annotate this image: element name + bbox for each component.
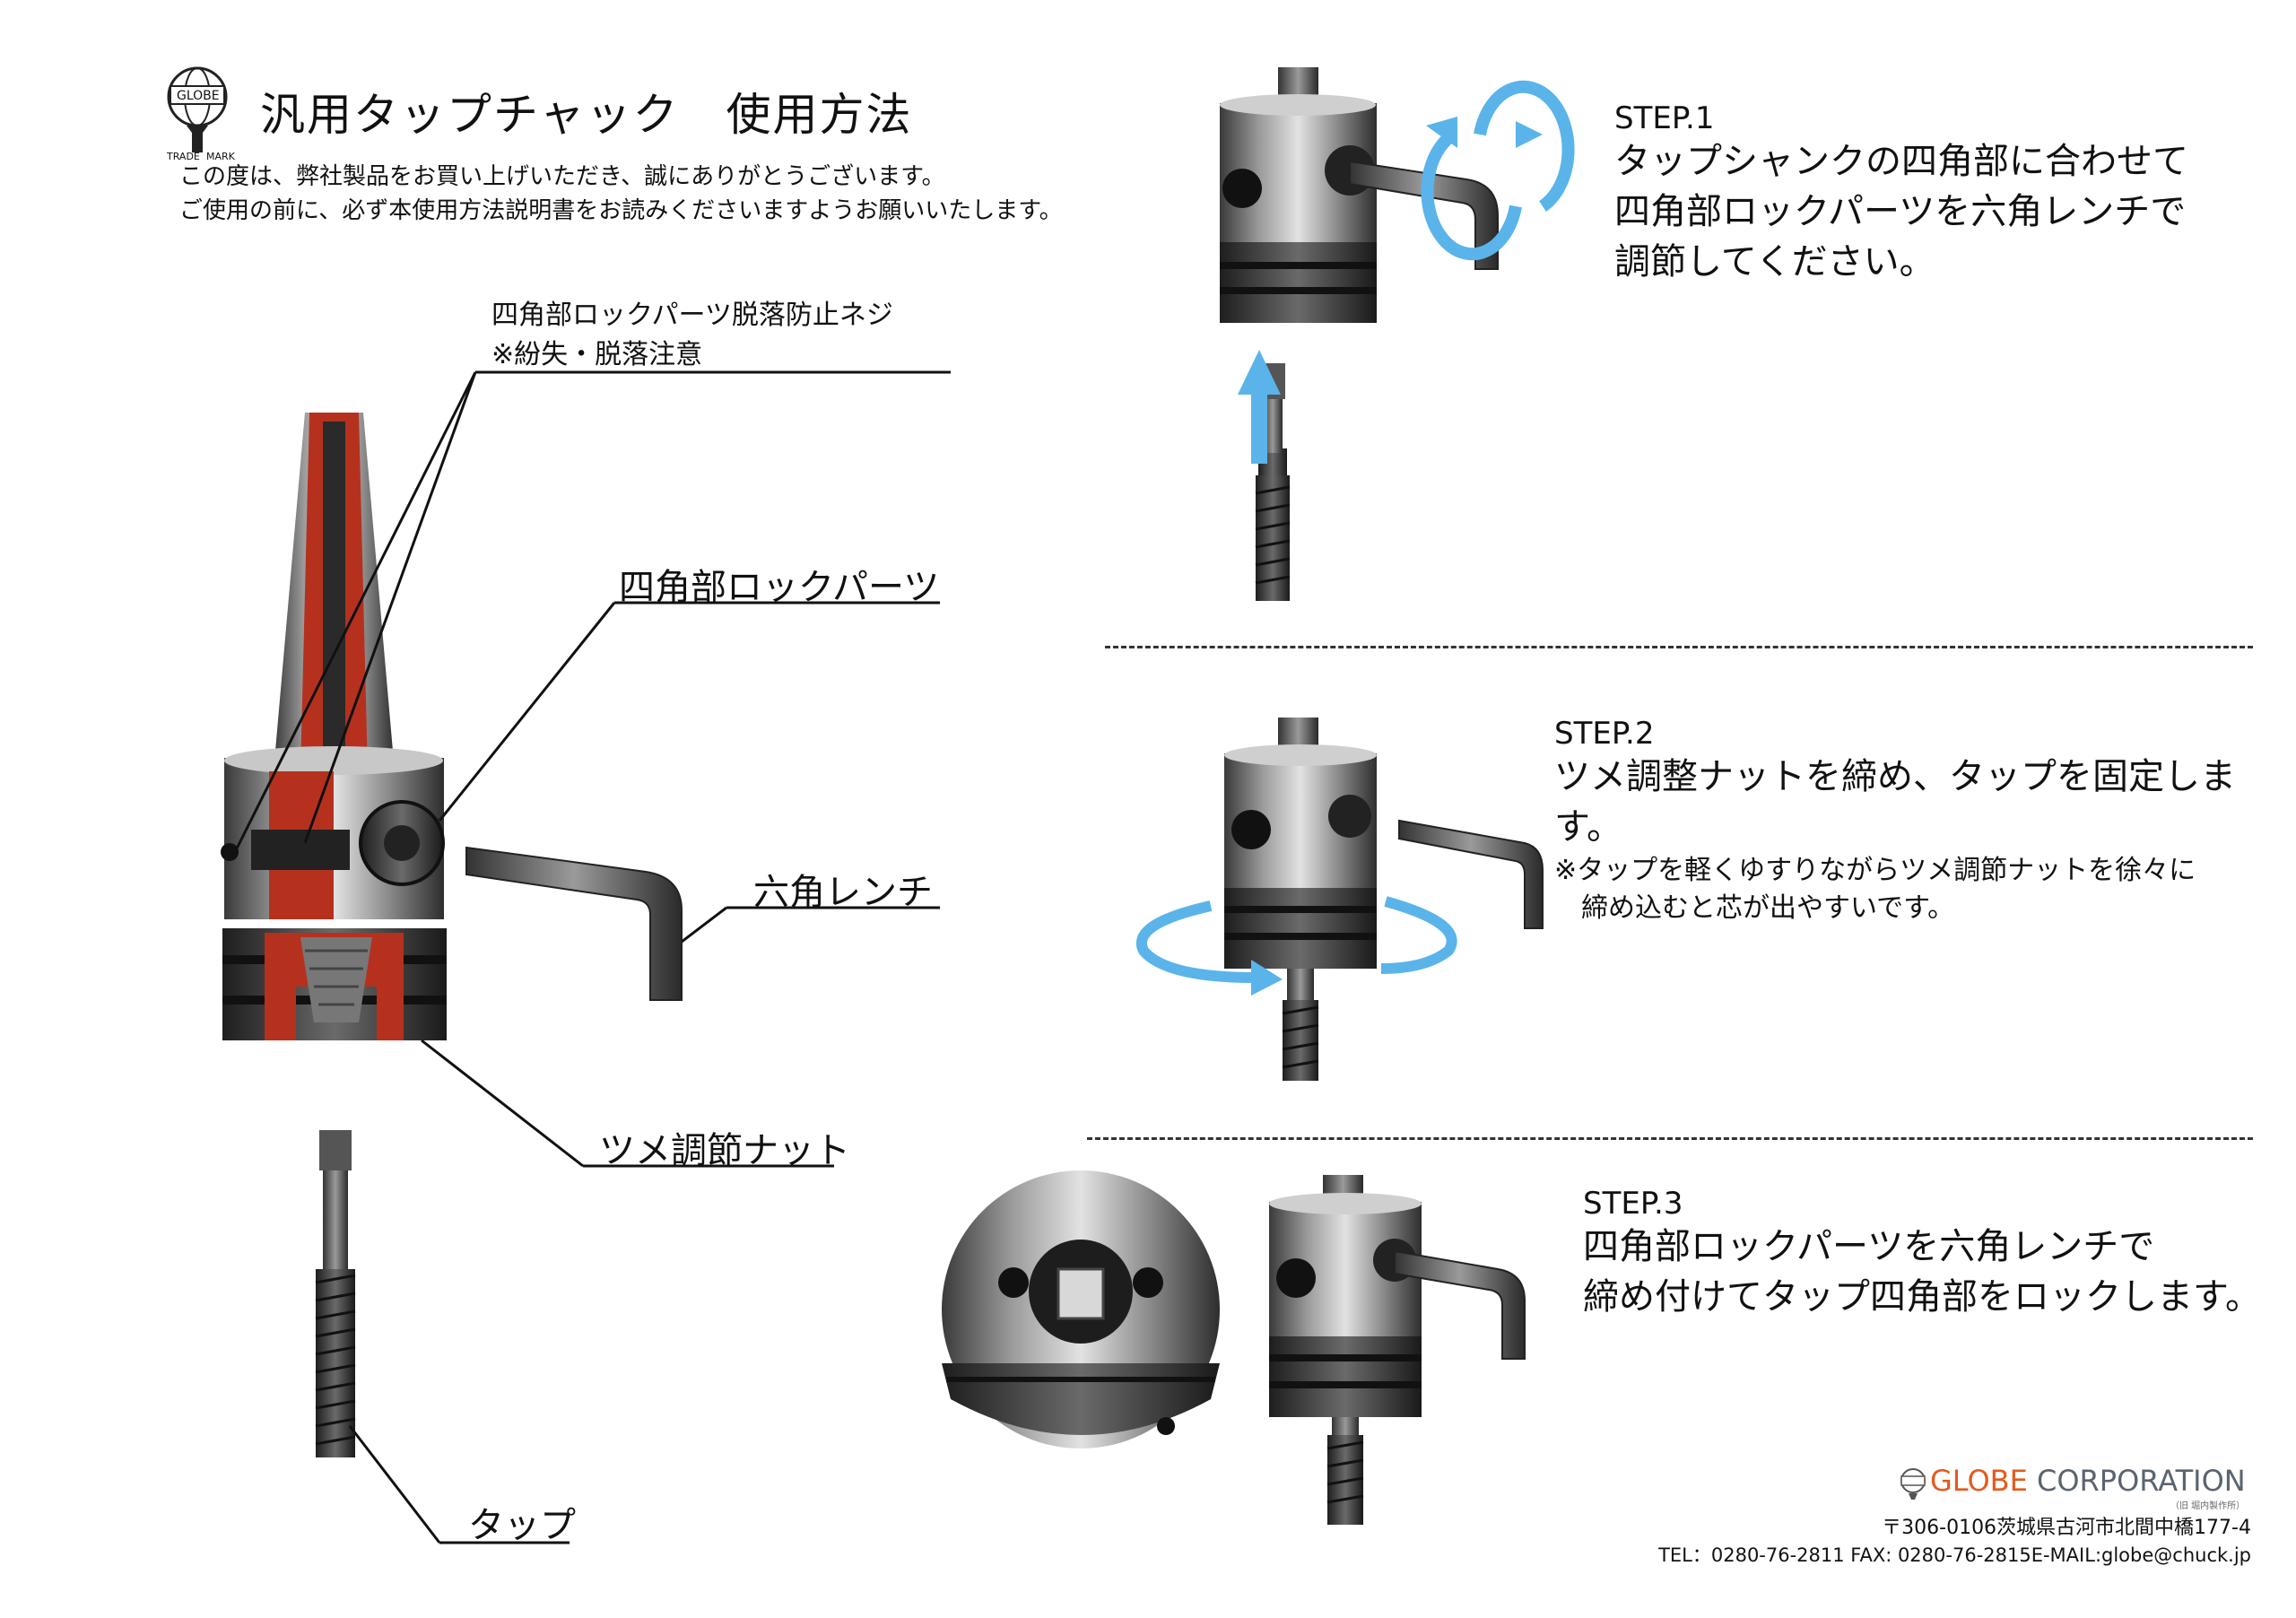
logo-left-text: TRADE	[167, 151, 200, 162]
intro-line-1: この度は、弊社製品をお買い上げいただき、誠にありがとうございます。	[179, 163, 945, 190]
label-screw: 四角部ロックパーツ脱落防止ネジ ※紛失・脱落注意	[491, 296, 893, 375]
company-logo-icon	[1900, 1468, 1926, 1500]
logo-globe-text: GLOBE	[177, 89, 220, 103]
step1-illustration	[1220, 67, 1575, 601]
company-name: GLOBE CORPORATION	[1930, 1464, 2246, 1498]
label-screw-line-2: ※紛失・脱落注意	[491, 339, 703, 370]
label-hex-wrench: 六角レンチ	[753, 872, 933, 913]
step1-title: STEP.1	[1614, 100, 1715, 136]
intro-line-2: ご使用の前に、必ず本使用方法説明書をお読みくださいますようお願いいたします。	[179, 197, 1063, 224]
label-screw-line-1: 四角部ロックパーツ脱落防止ネジ	[491, 300, 893, 331]
step1-text: STEP.1 タップシャンクの四角部に合わせて 四角部ロックパーツを六角レンチで…	[1614, 100, 2188, 287]
step2-title: STEP.2	[1554, 716, 1655, 752]
intro-text: この度は、弊社製品をお買い上げいただき、誠にありがとうございます。 ご使用の前に…	[179, 160, 1063, 228]
step2-note-2: 締め込むと芯が出やすいです。	[1554, 892, 1955, 924]
tap-illustration-main	[315, 1130, 356, 1457]
chuck-cutaway-illustration	[221, 413, 447, 1040]
hex-wrench-main	[465, 846, 683, 1001]
divider-2	[1087, 1137, 2253, 1140]
step1-line-2: 四角部ロックパーツを六角レンチで	[1614, 191, 2187, 232]
company-contact: TEL：0280-76-2811 FAX: 0280-76-2815E-MAIL…	[1658, 1544, 2251, 1566]
step1-line-1: タップシャンクの四角部に合わせて	[1614, 141, 2188, 182]
company-name-accent: GLOBE	[1930, 1464, 2028, 1498]
step2-line-1: ツメ調整ナットを締め、タップを固定します。	[1554, 756, 2236, 848]
step1-line-3: 調節してください。	[1614, 241, 1935, 283]
company-name-rest: CORPORATION	[2027, 1464, 2246, 1498]
step3-line-2: 締め付けてタップ四角部をロックします。	[1583, 1276, 2261, 1318]
leader-lines	[233, 370, 951, 1544]
step3-text: STEP.3 四角部ロックパーツを六角レンチで 締め付けてタップ四角部をロックし…	[1583, 1186, 2261, 1322]
label-jaw-nut: ツメ調節ナット	[599, 1130, 850, 1171]
globe-logo	[167, 66, 228, 152]
label-tap: タップ	[468, 1505, 576, 1546]
step3-illustration	[942, 1170, 1526, 1525]
company-address: 〒306-0106茨城県古河市北間中橋177-4	[1882, 1517, 2251, 1539]
step2-note-1: ※タップを軽くゆすりながらツメ調節ナットを徐々に	[1554, 855, 2196, 886]
step3-line-1: 四角部ロックパーツを六角レンチで	[1583, 1226, 2155, 1267]
step2-text: STEP.2 ツメ調整ナットを締め、タップを固定します。 ※タップを軽くゆすりな…	[1554, 716, 2296, 927]
label-lock-parts: 四角部ロックパーツ	[619, 567, 940, 608]
divider-1	[1105, 646, 2253, 648]
page-title: 汎用タップチャック 使用方法	[260, 89, 913, 141]
logo-right-text: MARK	[206, 151, 235, 162]
company-subtitle: （旧 堀内製作所）	[2170, 1501, 2246, 1511]
step3-title: STEP.3	[1583, 1186, 1683, 1222]
step2-illustration	[1136, 718, 1544, 1081]
